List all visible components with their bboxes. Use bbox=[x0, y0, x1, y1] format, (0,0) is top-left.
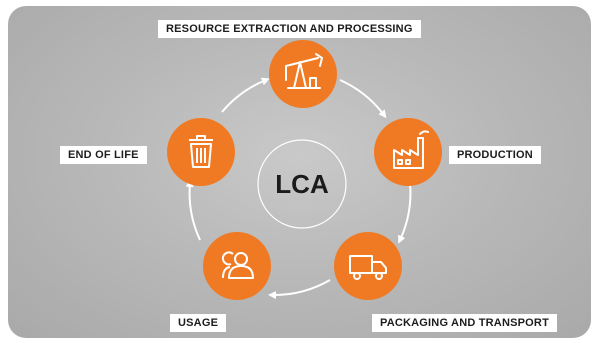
stage-resource-extraction bbox=[269, 40, 337, 108]
cycle-arrow-extraction-to-production bbox=[339, 79, 387, 119]
center-label: LCA bbox=[275, 169, 329, 199]
stage-end-of-life bbox=[167, 118, 235, 186]
stage-usage bbox=[203, 232, 271, 300]
label-end-of-life: END OF LIFE bbox=[60, 146, 147, 164]
cycle-arrow-usage-to-end-of-life bbox=[185, 179, 201, 241]
label-resource-extraction: RESOURCE EXTRACTION AND PROCESSING bbox=[158, 20, 421, 38]
stage-production bbox=[374, 118, 442, 186]
pumpjack-icon bbox=[285, 53, 323, 89]
factory-icon bbox=[393, 130, 429, 169]
label-production: PRODUCTION bbox=[449, 146, 541, 164]
trash-can-icon bbox=[189, 135, 213, 168]
cycle-arrow-packaging-to-usage bbox=[268, 279, 331, 300]
stage-packaging-transport bbox=[334, 232, 402, 300]
cycle-arrow-production-to-packaging bbox=[398, 182, 412, 244]
users-icon bbox=[221, 251, 254, 279]
label-usage: USAGE bbox=[170, 314, 227, 332]
cycle-arrow-end-of-life-to-extraction bbox=[221, 77, 270, 113]
center-ring bbox=[257, 139, 347, 229]
truck-icon bbox=[349, 255, 387, 280]
label-packaging-transport: PACKAGING AND TRANSPORT bbox=[372, 314, 557, 332]
